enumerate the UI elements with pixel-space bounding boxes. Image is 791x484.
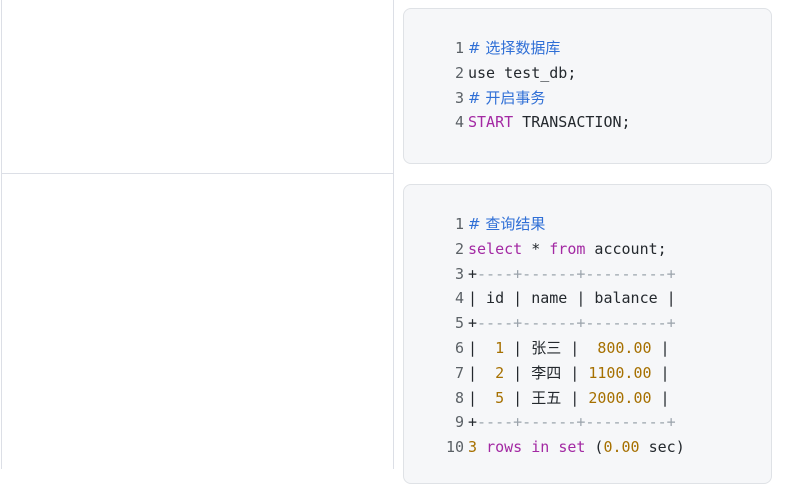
code-text: | 1 | 张三 | 800.00 | (468, 336, 670, 361)
line-number: 2 (454, 239, 464, 258)
code-token: # 选择数据库 (468, 39, 561, 57)
code-token: | (651, 388, 670, 407)
code-token (477, 438, 486, 456)
code-token: + (468, 264, 478, 283)
code-token: 2 (495, 363, 505, 382)
code-token: select (468, 239, 523, 258)
code-token: ----+------+---------+ (477, 264, 676, 283)
code-token: set (558, 438, 586, 457)
line-number: 1 (454, 215, 464, 233)
line-number: 3 (454, 264, 464, 283)
code-token: | id | name | balance | (468, 289, 676, 308)
code-token: use test_db; (468, 63, 577, 82)
code-token: ( (585, 438, 604, 457)
code-token: START (468, 113, 514, 132)
code-token: | (468, 339, 496, 357)
line-number: 6 (454, 339, 464, 357)
code-text: +----+------+---------+ (468, 311, 676, 336)
code-token: 5 (495, 388, 505, 407)
code-token: | 王五 | (504, 388, 589, 407)
code-token: in (531, 438, 550, 457)
code-text: # 查询结果 (468, 212, 545, 237)
code-token (522, 438, 531, 456)
line-number: 9 (454, 413, 464, 432)
code-token: | (468, 363, 496, 382)
code-text: use test_db; (468, 61, 576, 86)
code-token: | 张三 | (504, 339, 598, 357)
code-token: 1100.00 (588, 363, 652, 382)
code-text: | 5 | 王五 | 2000.00 | (468, 386, 670, 411)
code-token: | 李四 | (504, 363, 589, 382)
line-number: 1 (454, 39, 464, 57)
code-token: 3 (468, 438, 478, 457)
code-token: rows (486, 438, 523, 457)
code-token: # 查询结果 (468, 215, 546, 233)
code-text: | id | name | balance | (468, 286, 676, 311)
code-token: ----+------+---------+ (477, 413, 676, 432)
code-token: 2000.00 (588, 388, 652, 407)
code-token: 1 (495, 339, 505, 357)
code-text: START TRANSACTION; (468, 110, 631, 135)
table-cell-left (1, 0, 394, 174)
code-token: | (651, 363, 670, 382)
line-number: 10 (445, 438, 464, 457)
code-token: # 开启事务 (468, 88, 546, 107)
table-cell-left (1, 174, 394, 469)
code-token: 800.00 (597, 339, 652, 357)
code-token: * (522, 239, 550, 258)
code-text: # 选择数据库 (468, 36, 560, 61)
code-text: 3 rows in set (0.00 sec) (468, 435, 685, 460)
code-text: +----+------+---------+ (468, 410, 676, 435)
line-number: 8 (454, 388, 464, 407)
code-token: | (468, 388, 496, 407)
code-text: | 2 | 李四 | 1100.00 | (468, 361, 670, 386)
code-token: ----+------+---------+ (477, 314, 676, 333)
code-text: select * from account; (468, 237, 667, 262)
line-number: 2 (454, 63, 464, 82)
line-number: 4 (454, 289, 464, 308)
code-token: + (468, 314, 478, 333)
code-token (549, 438, 558, 456)
line-number: 5 (454, 314, 464, 333)
code-token: + (468, 413, 478, 432)
line-number: 3 (454, 88, 464, 107)
code-token: TRANSACTION; (513, 113, 631, 132)
code-token: account; (585, 239, 667, 258)
code-text: # 开启事务 (468, 86, 545, 111)
code-token: from (549, 239, 586, 258)
code-token: 0.00 (603, 438, 640, 457)
line-number: 4 (454, 113, 464, 132)
code-token: | (651, 339, 670, 357)
line-number: 7 (454, 363, 464, 382)
code-text: +----+------+---------+ (468, 262, 676, 287)
code-token: sec) (639, 438, 685, 457)
